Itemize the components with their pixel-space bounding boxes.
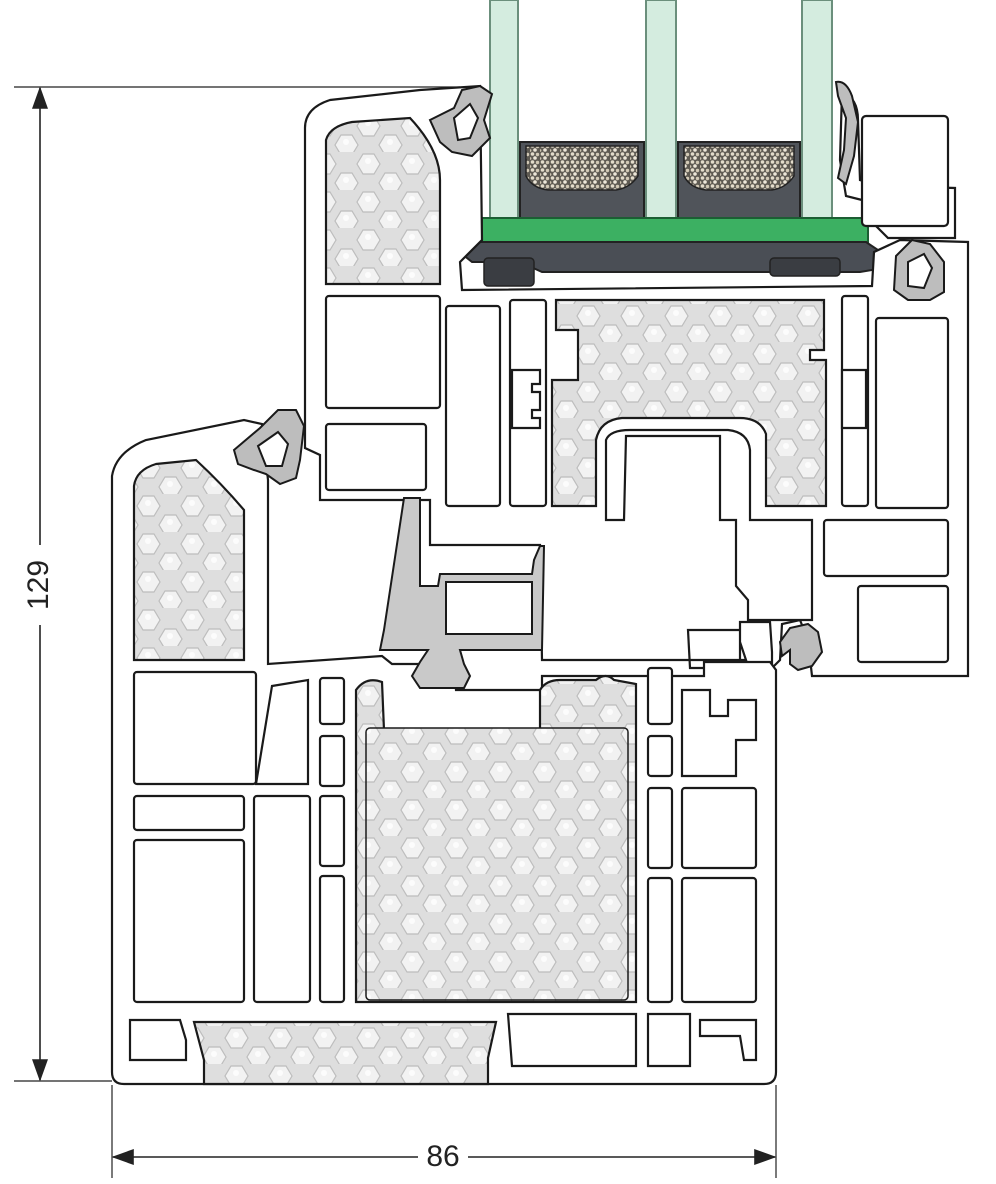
sash-chamber-c: [444, 304, 502, 508]
frame-chamber-4: [252, 794, 312, 1004]
frame-chamber-3: [132, 838, 246, 1004]
frame-chamber-11: [646, 734, 674, 778]
triple-glazing-unit: [460, 0, 886, 287]
frame-chamber-1: [132, 670, 258, 786]
bead-chamber: [860, 114, 950, 228]
glass-pane-middle: [645, 0, 677, 219]
sash-inner-channel: [604, 428, 814, 622]
frame-chamber-15: [680, 876, 758, 1004]
sash-key-slot-right: [840, 368, 868, 430]
sash-chamber-b: [324, 422, 428, 492]
frame-chamber-5: [254, 678, 310, 786]
support-foot-right: [769, 257, 841, 277]
frame-chamber-14: [680, 786, 758, 870]
glazing-gasket-inner-core: [907, 252, 934, 290]
sash-foam-chamber-top: [324, 116, 442, 286]
frame-outer-gasket-core: [256, 430, 290, 467]
frame-chamber-6: [318, 676, 346, 726]
frame-chamber-7: [318, 734, 346, 788]
sash-profile: [303, 84, 970, 678]
sash-foam-chamber-main: [550, 298, 828, 508]
glass-pane-inner: [801, 0, 833, 219]
desiccant-left: [525, 145, 639, 191]
gaskets: [232, 80, 945, 672]
sash-chamber-h: [856, 584, 950, 664]
frame-chamber-bottom-mid: [506, 1012, 638, 1068]
bead-inner-gasket: [834, 80, 860, 186]
frame-chamber-bottom-end: [698, 1018, 758, 1062]
frame-profile: [110, 418, 778, 1086]
sash-outer-gasket-core: [452, 102, 480, 142]
frame-chamber-8: [318, 794, 346, 868]
frame-chamber-13: [646, 876, 674, 1004]
frame-chamber-bottom-right: [646, 1012, 692, 1068]
support-foot-left: [483, 257, 535, 287]
glass-pane-outer: [489, 0, 519, 219]
sash-chamber-a: [324, 294, 442, 410]
sash-chamber-g: [822, 518, 950, 578]
center-seal-carrier: [378, 497, 546, 689]
frame-chamber-12: [646, 786, 674, 870]
width-label: 86: [426, 1140, 459, 1173]
height-label: 129: [22, 560, 55, 610]
frame-center-gasket: [778, 622, 824, 672]
sash-chamber-f: [874, 316, 950, 510]
frame-chamber-bottom-left: [128, 1018, 188, 1062]
frame-chamber-9: [318, 874, 346, 1004]
sash-key-slot-left: [510, 368, 542, 430]
frame-hardware-groove: [680, 688, 758, 778]
center-seal-window: [445, 581, 533, 635]
frame-foam-inner-rim: [365, 727, 629, 1001]
frame-foam-chamber-bottom: [192, 1020, 498, 1086]
frame-chamber-10: [646, 666, 674, 726]
width-dimension: 86: [111, 1085, 777, 1178]
desiccant-right: [683, 145, 795, 191]
height-dimension: 129: [14, 86, 460, 1082]
frame-foam-chamber-left: [132, 458, 246, 662]
glazing-block: [481, 217, 869, 243]
frame-chamber-2: [132, 794, 246, 832]
